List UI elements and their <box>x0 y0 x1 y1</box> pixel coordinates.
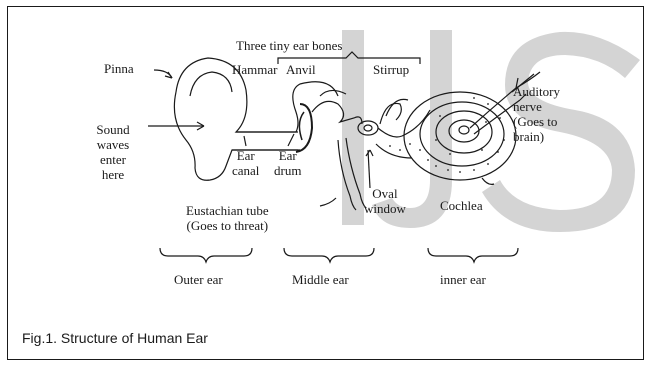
label-outer-ear: Outer ear <box>174 272 223 287</box>
cochlea-shape <box>404 92 516 180</box>
label-ear-canal-line2: canal <box>232 163 259 178</box>
label-pinna: Pinna <box>104 61 134 76</box>
label-sound-waves-line4: here <box>80 167 146 182</box>
brace-outer-ear <box>160 248 252 262</box>
label-sound-waves: Sound waves enter here <box>80 122 146 182</box>
label-ear-drum: Ear drum <box>274 148 301 178</box>
label-auditory-nerve-line4: brain) <box>513 129 560 144</box>
label-auditory-nerve: Auditory nerve (Goes to brain) <box>513 84 560 144</box>
label-cochlea: Cochlea <box>440 198 483 213</box>
label-ear-canal-line1: Ear <box>232 148 259 163</box>
hammer-anvil-shape <box>312 101 362 124</box>
label-anvil: Anvil <box>286 62 316 77</box>
label-eustachian-tube-line2: (Goes to threat) <box>186 218 269 233</box>
label-eustachian-tube: Eustachian tube (Goes to threat) <box>186 203 269 233</box>
label-oval-window-line1: Oval <box>364 186 406 201</box>
label-auditory-nerve-line1: Auditory <box>513 84 560 99</box>
brace-middle-ear <box>284 248 374 262</box>
label-ear-canal: Ear canal <box>232 148 259 178</box>
label-ear-drum-line1: Ear <box>274 148 301 163</box>
label-ear-drum-line2: drum <box>274 163 301 178</box>
stirrup-shape <box>358 121 378 135</box>
label-eustachian-tube-line1: Eustachian tube <box>186 203 269 218</box>
label-sound-waves-line2: waves <box>80 137 146 152</box>
three-bones-title: Three tiny ear bones <box>236 38 342 53</box>
label-sound-waves-line1: Sound <box>80 122 146 137</box>
label-stirrup: Stirrup <box>373 62 409 77</box>
label-oval-window-line2: window <box>364 201 406 216</box>
label-auditory-nerve-line3: (Goes to <box>513 114 560 129</box>
label-oval-window: Oval window <box>364 186 406 216</box>
label-inner-ear: inner ear <box>440 272 486 287</box>
label-sound-waves-line3: enter <box>80 152 146 167</box>
label-hammar: Hammar <box>232 62 277 77</box>
label-auditory-nerve-line2: nerve <box>513 99 560 114</box>
ear-drum-shape <box>296 104 312 152</box>
label-middle-ear: Middle ear <box>292 272 349 287</box>
brace-inner-ear <box>428 248 518 262</box>
figure-caption: Fig.1. Structure of Human Ear <box>22 330 208 346</box>
